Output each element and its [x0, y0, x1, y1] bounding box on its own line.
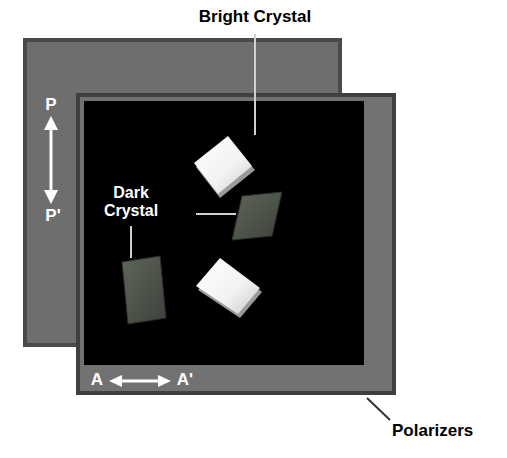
front-polarizer — [78, 95, 394, 393]
axis-label: A' — [177, 371, 193, 390]
bright-crystal — [194, 136, 255, 198]
part-label: Bright Crystal — [199, 8, 311, 27]
axis-label: P' — [45, 207, 60, 226]
leader-line — [254, 34, 256, 135]
part-label: Polarizers — [392, 422, 473, 441]
leader-line — [130, 226, 132, 258]
arrow-head — [109, 375, 122, 387]
axis-label: A — [91, 371, 103, 390]
axis-label: P — [45, 96, 56, 115]
arrow-head — [44, 190, 58, 204]
dark-field — [84, 101, 364, 365]
arrow-head — [44, 116, 58, 130]
leader-line — [367, 398, 390, 420]
dark-crystal — [122, 256, 166, 324]
polarization-arrow — [50, 122, 53, 198]
leader-line — [196, 213, 236, 215]
part-label: Dark Crystal — [96, 184, 166, 219]
arrow-head — [158, 375, 171, 387]
bright-crystal — [196, 258, 262, 318]
dark-crystal — [232, 192, 282, 240]
analyzer-arrow — [115, 380, 165, 383]
